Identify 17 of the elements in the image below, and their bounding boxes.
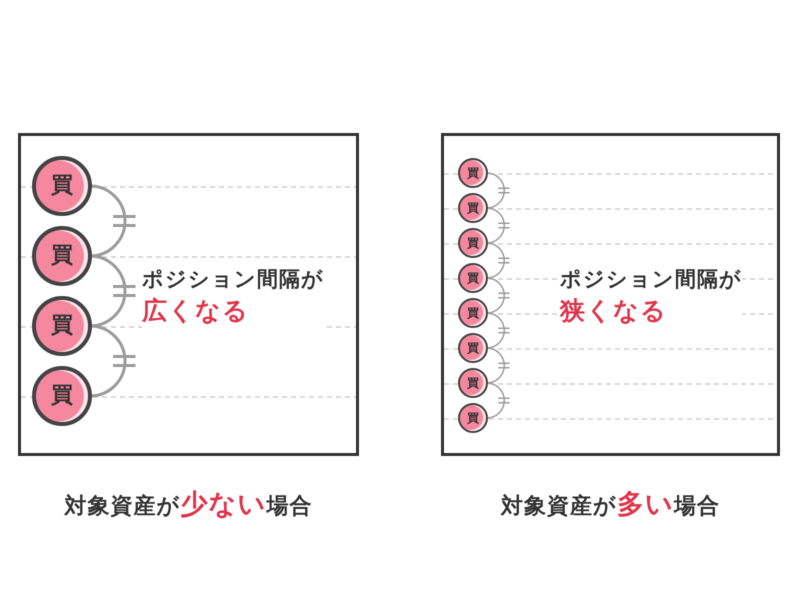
position-circle: 買 (458, 403, 488, 433)
position-circle: 買 (458, 298, 488, 328)
panel-frame (18, 133, 359, 456)
case-caption: 対象資産が多い場合 (501, 488, 720, 522)
position-circle: 買 (32, 366, 92, 426)
panel-frame (441, 133, 780, 456)
panel-callout-text: ポジション間隔が広くなる (142, 266, 324, 328)
position-circle: 買 (32, 296, 92, 356)
position-circle: 買 (458, 333, 488, 363)
position-circle: 買 (458, 263, 488, 293)
position-circle: 買 (458, 228, 488, 258)
position-circle: 買 (32, 226, 92, 286)
position-circle: 買 (458, 368, 488, 398)
position-circle: 買 (458, 193, 488, 223)
position-circle: 買 (458, 158, 488, 188)
case-caption: 対象資産が少ない場合 (64, 488, 312, 522)
position-circle: 買 (32, 156, 92, 216)
